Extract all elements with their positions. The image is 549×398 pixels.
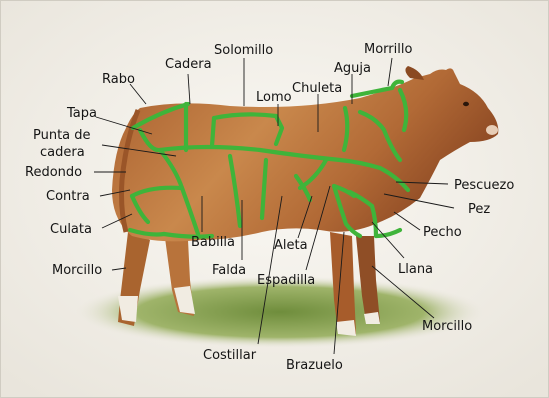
label-contra: Contra [46,189,90,204]
label-espadilla: Espadilla [257,273,315,288]
label-llana: Llana [398,262,433,277]
label-lomo: Lomo [256,90,292,105]
label-pez: Pez [468,202,490,217]
label-culata: Culata [50,222,92,237]
label-morcillo-left: Morcillo [52,263,102,278]
label-morcillo-right: Morcillo [422,319,472,334]
label-morrillo-top: Morrillo [364,42,412,57]
label-aleta: Aleta [274,238,308,253]
label-falda: Falda [212,263,246,278]
label-redondo: Redondo [25,165,82,180]
label-solomillo: Solomillo [214,43,273,58]
label-cadera: Cadera [165,57,212,72]
label-tapa: Tapa [66,106,97,121]
label-punta-de-cadera-2: cadera [40,145,85,160]
label-aguja: Aguja [334,61,371,76]
label-chuleta: Chuleta [292,81,342,96]
label-pescuezo: Pescuezo [454,178,514,193]
label-babilla: Babilla [191,235,235,250]
label-punta-de-cadera-1: Punta de [33,128,91,143]
label-costillar: Costillar [203,348,257,363]
label-brazuelo: Brazuelo [286,358,343,373]
label-pecho: Pecho [423,225,462,240]
label-rabo: Rabo [102,72,135,87]
